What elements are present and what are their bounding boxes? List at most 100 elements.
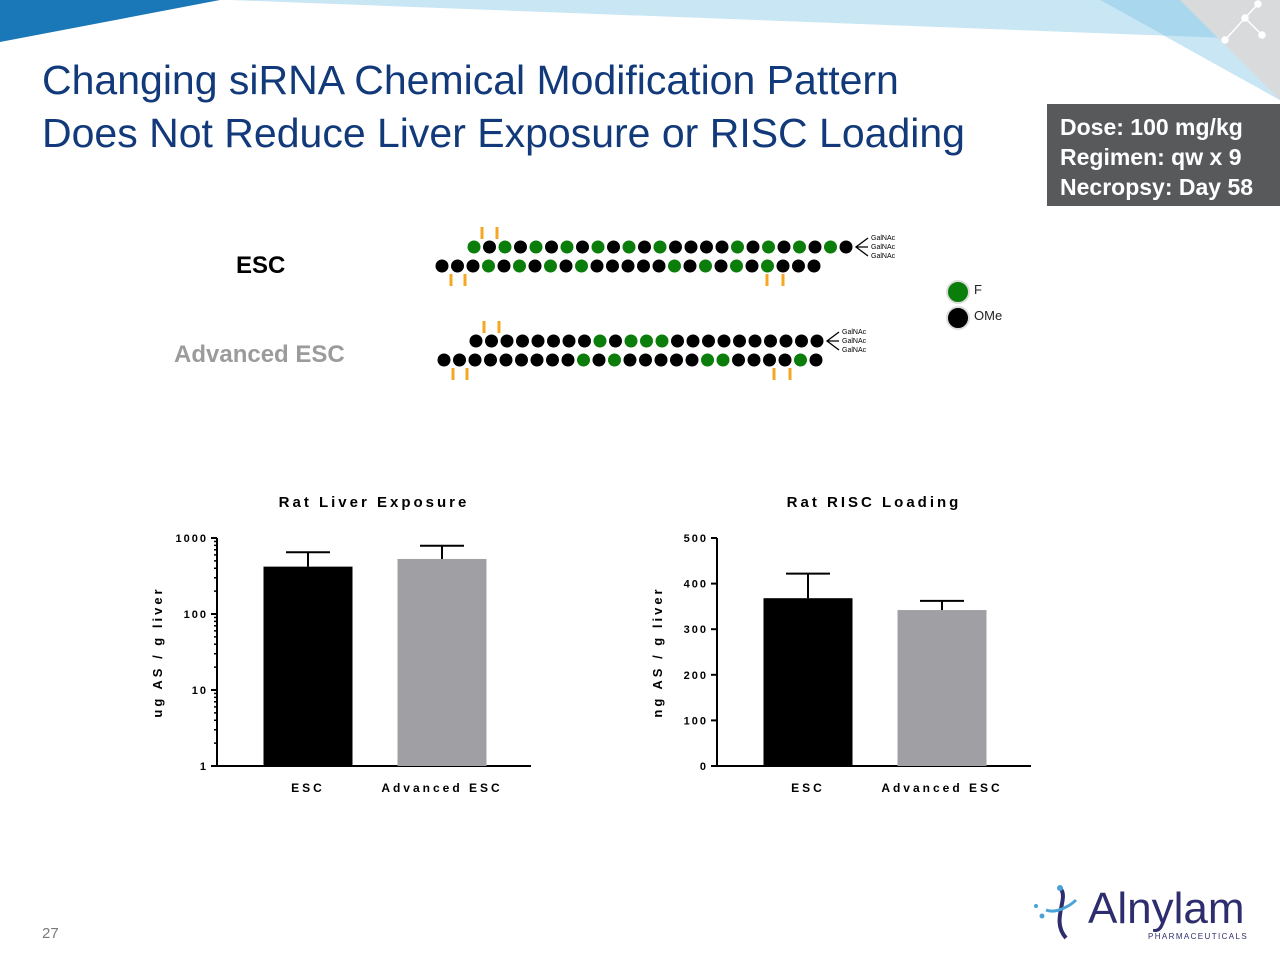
y-tick-label: 400 — [684, 579, 708, 591]
ome-nucleotide — [483, 240, 496, 254]
ome-nucleotide — [808, 240, 822, 254]
ome-dot-icon — [946, 306, 970, 330]
y-axis-label: ng AS / g liver — [650, 586, 665, 717]
y-tick-label: 100 — [184, 609, 208, 621]
ome-nucleotide — [484, 353, 497, 367]
ome-nucleotide — [497, 259, 511, 273]
ome-nucleotide — [683, 259, 697, 273]
x-tick-label: Advanced ESC — [381, 781, 502, 795]
fluoro-nucleotide — [593, 334, 607, 348]
esc-label: ESC — [236, 252, 286, 279]
fluoro-nucleotide — [624, 334, 638, 348]
necropsy-text: Necropsy: Day 58 — [1060, 174, 1254, 200]
y-tick-label: 500 — [684, 533, 708, 545]
ome-nucleotide — [621, 259, 635, 273]
ome-nucleotide — [748, 334, 762, 348]
ome-nucleotide — [670, 353, 683, 367]
ome-nucleotide — [747, 353, 761, 367]
modification-legend: F OMe — [944, 278, 1024, 330]
galnac-text: GalNAc — [871, 253, 896, 260]
ome-nucleotide — [745, 259, 759, 273]
fluoro-nucleotide — [794, 353, 807, 367]
page-title: Changing siRNA Chemical Modification Pat… — [42, 54, 965, 160]
ome-nucleotide — [451, 259, 464, 273]
fluoro-nucleotide — [529, 240, 543, 254]
galnac-text: GalNAc — [871, 244, 896, 251]
fluoro-nucleotide — [544, 259, 557, 273]
ome-nucleotide — [562, 334, 576, 348]
fluoro-nucleotide — [701, 353, 714, 367]
ome-nucleotide — [717, 334, 731, 348]
dose-text: Dose: 100 mg/kg — [1060, 114, 1243, 140]
ome-nucleotide — [639, 353, 652, 367]
ome-nucleotide — [732, 353, 745, 367]
ome-nucleotide — [779, 334, 793, 348]
esc-sense-strand — [467, 240, 853, 254]
ome-nucleotide — [654, 353, 668, 367]
fluoro-nucleotide — [699, 259, 712, 273]
x-tick-label: ESC — [291, 781, 325, 795]
y-tick-label: 200 — [684, 670, 708, 682]
ome-nucleotide — [746, 240, 760, 254]
ome-nucleotide — [776, 259, 790, 273]
ome-nucleotide — [531, 334, 545, 348]
ome-nucleotide — [638, 240, 651, 254]
bar-advanced-esc — [897, 610, 987, 766]
legend-item-ome: OMe — [944, 304, 1024, 330]
fluoro-nucleotide — [716, 353, 730, 367]
y-tick-label: 1000 — [176, 533, 208, 545]
regimen-text: Regimen: qw x 9 — [1060, 144, 1242, 170]
ome-nucleotide — [700, 240, 713, 254]
fluoro-nucleotide — [513, 259, 526, 273]
galnac-text: GalNAc — [871, 235, 896, 242]
ome-nucleotide — [623, 353, 637, 367]
ome-nucleotide — [764, 334, 777, 348]
fluoro-nucleotide — [653, 240, 667, 254]
ome-nucleotide — [545, 240, 558, 254]
fluoro-nucleotide — [498, 240, 512, 254]
fluoro-nucleotide — [608, 353, 621, 367]
ome-nucleotide — [546, 353, 559, 367]
ome-nucleotide — [686, 334, 700, 348]
top-banner — [0, 0, 1280, 100]
fluoro-nucleotide — [591, 240, 605, 254]
advanced-antisense-strand — [437, 353, 823, 367]
banner-dark-wedge — [0, 0, 220, 42]
bar-esc — [763, 598, 853, 766]
fluoro-nucleotide — [560, 240, 574, 254]
ome-nucleotide — [714, 259, 728, 273]
legend-item-f: F — [944, 278, 1024, 304]
fluoro-dot-icon — [946, 280, 970, 304]
fluoro-nucleotide — [640, 334, 653, 348]
ome-nucleotide — [435, 259, 449, 273]
alnylam-logo: Alnylam PHARMACEUTICALS — [1030, 880, 1270, 946]
ome-nucleotide — [792, 259, 805, 273]
ome-nucleotide — [733, 334, 746, 348]
fluoro-nucleotide — [577, 353, 590, 367]
y-tick-label: 300 — [684, 624, 708, 636]
y-tick-label: 100 — [684, 715, 708, 727]
ome-nucleotide — [684, 240, 698, 254]
slide-number: 27 — [42, 925, 59, 942]
ome-nucleotide — [453, 353, 466, 367]
fluoro-nucleotide — [467, 240, 481, 254]
title-line-1: Changing siRNA Chemical Modification Pat… — [42, 57, 899, 103]
ome-nucleotide — [702, 334, 715, 348]
fluoro-nucleotide — [655, 334, 669, 348]
esc-antisense-strand — [435, 259, 821, 273]
ome-nucleotide — [578, 334, 591, 348]
logo-wordmark: Alnylam — [1088, 884, 1245, 933]
ome-nucleotide — [561, 353, 575, 367]
y-axis-label: ug AS / g liver — [150, 586, 165, 717]
galnac-text: GalNAc — [842, 329, 867, 336]
ome-nucleotide — [468, 353, 482, 367]
ome-nucleotide — [437, 353, 451, 367]
helix-icon — [1034, 885, 1078, 940]
ome-nucleotide — [809, 353, 823, 367]
advanced-esc-label: Advanced ESC — [174, 341, 345, 368]
y-tick-label: 0 — [700, 761, 708, 773]
network-decoration-icon — [1221, 0, 1266, 44]
fluoro-nucleotide — [730, 259, 743, 273]
